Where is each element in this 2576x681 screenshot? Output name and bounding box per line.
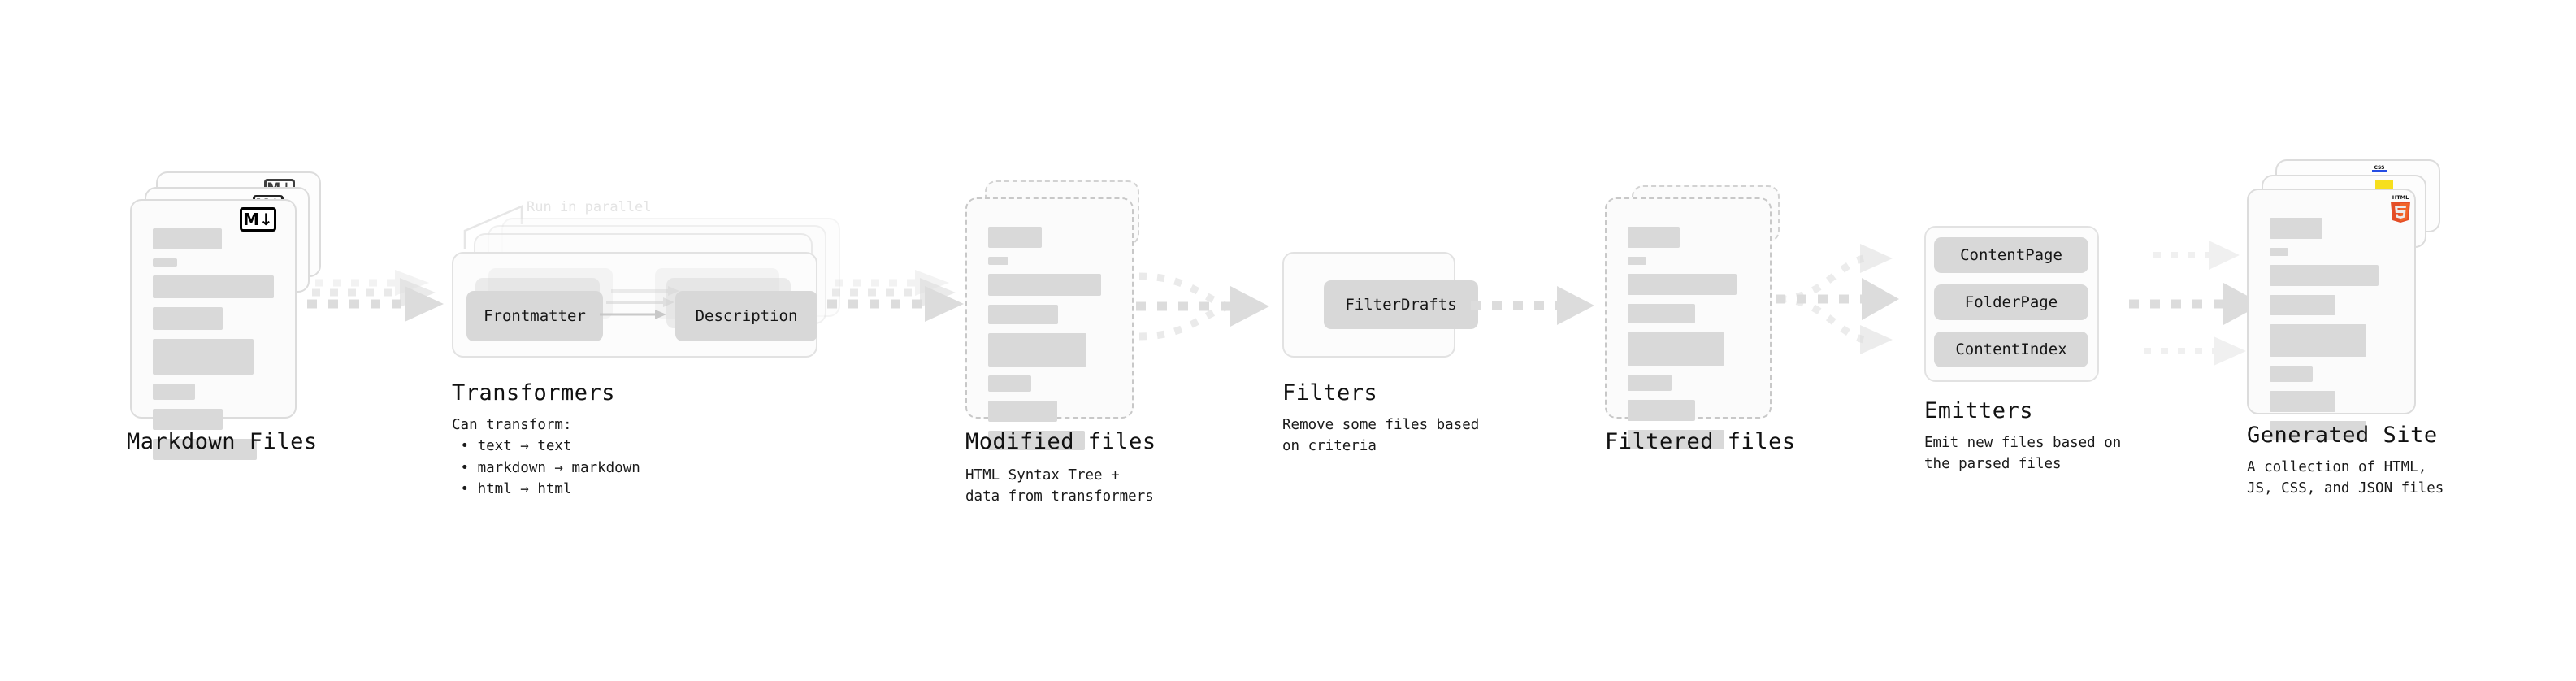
bar xyxy=(2270,421,2366,440)
bar xyxy=(153,439,258,460)
modified-card-front xyxy=(965,197,1134,450)
arrow-modified-to-filters xyxy=(1136,258,1290,360)
site-card-bars xyxy=(2270,218,2393,449)
bar xyxy=(988,375,1031,392)
bar xyxy=(1628,332,1725,366)
bar xyxy=(988,274,1101,296)
bar xyxy=(988,431,1086,450)
run-in-parallel-label: Run in parallel xyxy=(527,199,652,215)
pill-filterdrafts[interactable]: FilterDrafts xyxy=(1324,280,1478,329)
bar xyxy=(153,228,222,249)
stage-subtitle-transformers: Can transform: • text → text • markdown … xyxy=(452,417,640,497)
arrow-markdown-to-transformers xyxy=(307,268,453,341)
bar xyxy=(2270,295,2335,315)
bar xyxy=(2270,265,2379,286)
modified-card-bars xyxy=(988,227,1111,459)
filtered-card-bars xyxy=(1628,227,1749,458)
svg-text:HTML: HTML xyxy=(2392,194,2409,201)
stage-subtitle-generated-site: A collection of HTML, JS, CSS, and JSON … xyxy=(2247,459,2444,497)
pill-contentindex[interactable]: ContentIndex xyxy=(1934,332,2088,367)
stage-title-markdown-files: Markdown Files xyxy=(127,429,318,454)
stage-subtitle-modified-files: HTML Syntax Tree + data from transformer… xyxy=(965,467,1154,505)
bar xyxy=(1628,430,1725,449)
markdown-badge: M↓ xyxy=(240,207,276,232)
bar xyxy=(988,227,1042,248)
stage-title-transformers: Transformers xyxy=(452,380,616,406)
css-badge: CSS xyxy=(2372,165,2387,172)
arrow-emitters-to-site xyxy=(2111,231,2266,369)
stage-title-emitters: Emitters xyxy=(1924,398,2034,423)
bar xyxy=(2270,391,2335,412)
bar xyxy=(2270,248,2288,256)
pill-folderpage[interactable]: FolderPage xyxy=(1934,284,2088,320)
pill-frontmatter[interactable]: Frontmatter xyxy=(466,291,603,341)
bar xyxy=(153,275,274,298)
stage-title-filtered-files: Filtered files xyxy=(1605,429,1796,454)
run-in-parallel-bracket xyxy=(463,195,553,252)
bar xyxy=(1628,227,1680,248)
markdown-card-front xyxy=(130,199,297,460)
arrow-filtered-to-emitters xyxy=(1776,234,1930,364)
site-card-front xyxy=(2247,189,2416,440)
bar xyxy=(1628,400,1696,421)
arrow-transformers-to-modified xyxy=(827,268,974,341)
bar xyxy=(1628,274,1737,295)
arrow-filters-to-filtered xyxy=(1471,286,1601,343)
bar xyxy=(988,257,1008,265)
filtered-card-front xyxy=(1605,197,1772,449)
html5-badge: HTML xyxy=(2387,193,2413,224)
bar xyxy=(1628,257,1646,265)
bar xyxy=(153,409,223,430)
bar xyxy=(153,307,223,330)
bar xyxy=(1628,375,1672,391)
bar xyxy=(1628,304,1696,323)
pill-description[interactable]: Description xyxy=(675,291,817,341)
bar xyxy=(988,333,1086,367)
bar xyxy=(153,258,177,267)
bar xyxy=(153,339,254,375)
bar xyxy=(988,401,1057,422)
bar xyxy=(153,384,196,400)
js-badge xyxy=(2375,180,2393,189)
transformer-inner-arrows xyxy=(600,284,705,341)
stage-subtitle-emitters: Emit new files based on the parsed files xyxy=(1924,435,2122,473)
bar xyxy=(2270,324,2366,357)
stage-subtitle-filters: Remove some files based on criteria xyxy=(1282,417,1480,455)
bar xyxy=(988,305,1059,324)
markdown-card-bars xyxy=(153,228,274,469)
bar xyxy=(2270,366,2314,382)
stage-title-generated-site: Generated Site xyxy=(2247,423,2438,448)
stage-title-filters: Filters xyxy=(1282,380,1378,406)
pill-contentpage[interactable]: ContentPage xyxy=(1934,237,2088,273)
bar xyxy=(2270,218,2322,239)
stage-title-modified-files: Modified files xyxy=(965,429,1156,454)
